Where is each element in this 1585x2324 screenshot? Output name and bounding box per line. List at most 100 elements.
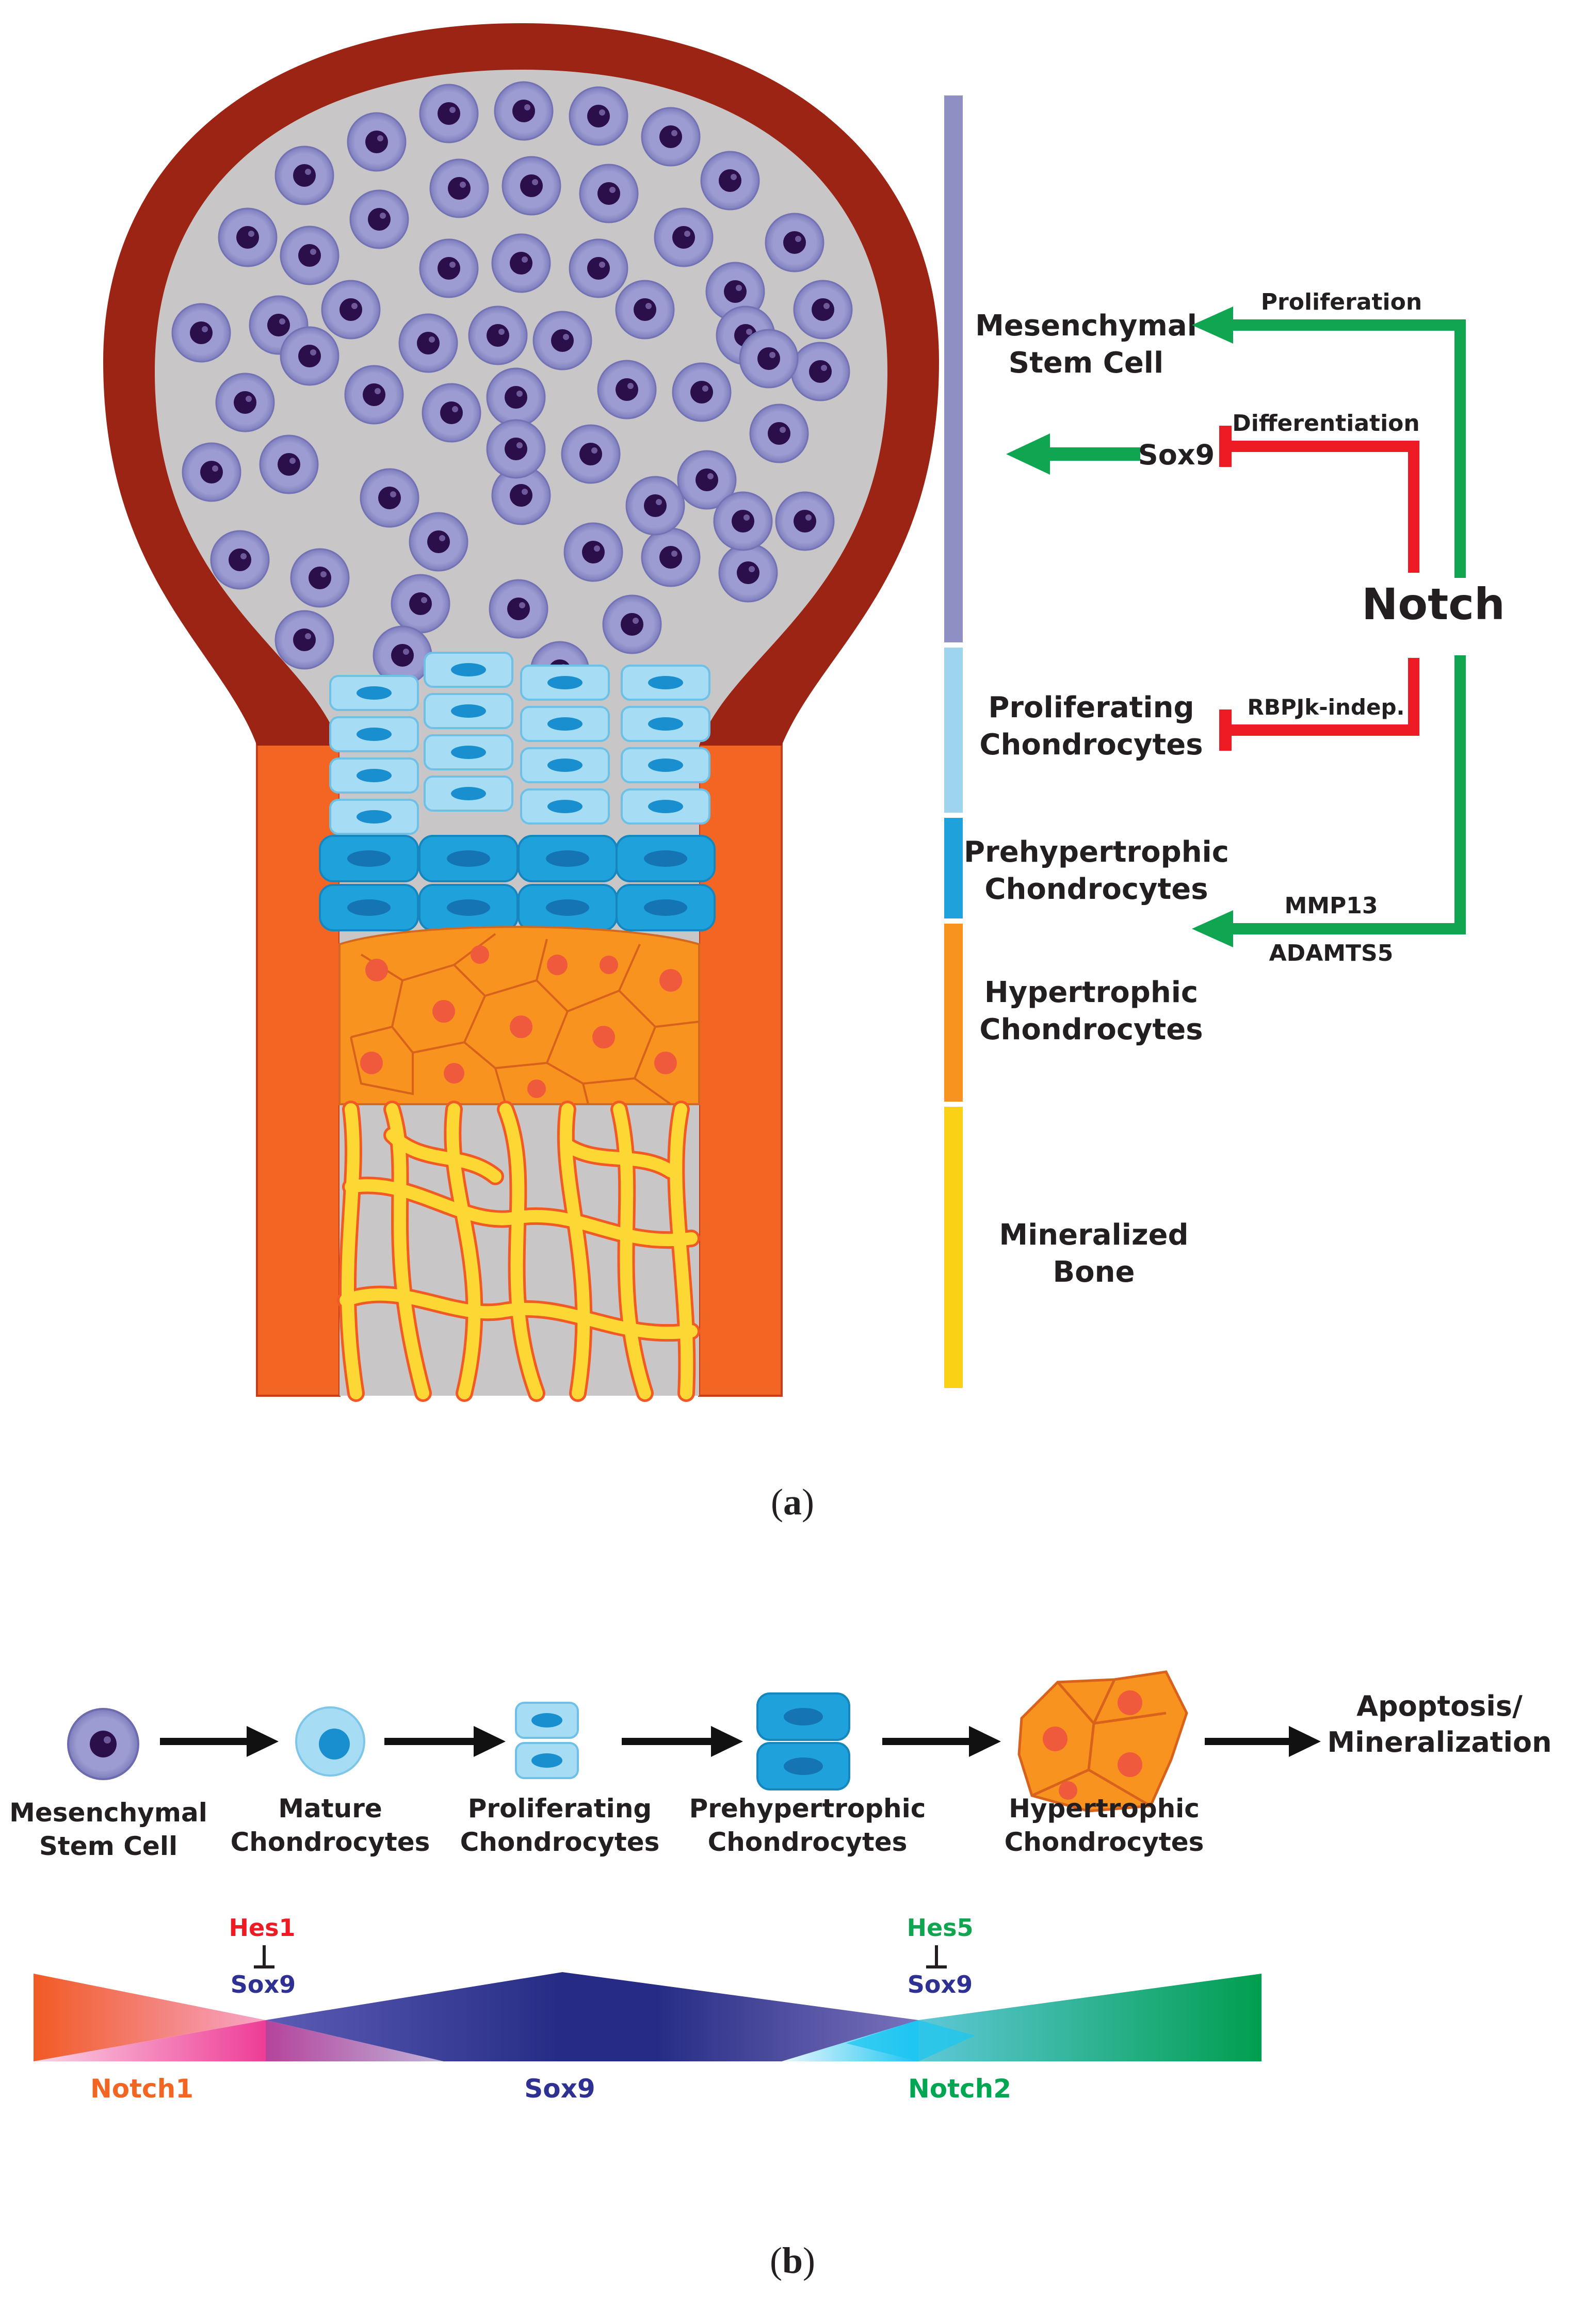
bone-illustration: [103, 23, 939, 1402]
hypertrophic-chondrocyte-zone: [338, 926, 700, 1105]
msc-cell: [765, 213, 824, 272]
msc-cell: [419, 84, 479, 143]
sox9-label: Sox9: [1138, 439, 1215, 471]
zone-label-mineralized-2: Bone: [1053, 1255, 1135, 1289]
msc-cell: [429, 158, 489, 218]
differentiation-sequence: Mesenchymal Stem Cell Mature Chondrocyte…: [9, 1670, 1552, 1861]
rbpjk-label: RBPJk-indep.: [1248, 695, 1405, 720]
seq-label-proliferating: Proliferating: [468, 1794, 652, 1823]
differentiation-inhibit: [1225, 441, 1419, 573]
hes-labels: Hes1 Sox9 Hes5 Sox9: [229, 1914, 973, 1998]
msc-cell: [422, 383, 481, 443]
hes-inhibition: [254, 1945, 947, 1968]
zone-label-proliferating-2: Chondrocytes: [979, 728, 1203, 762]
msc-cell: [775, 491, 835, 551]
msc-cell: [360, 468, 419, 528]
zone-bar-segment: [944, 818, 963, 918]
seq-label-msc: Mesenchymal: [9, 1798, 207, 1828]
msc-cell: [579, 164, 639, 223]
seq-label-hypertrophic: Hypertrophic: [1009, 1794, 1200, 1823]
expression-gradients: [34, 1972, 1261, 2061]
seq-label-hypertrophic-2: Chondrocytes: [1005, 1827, 1204, 1857]
seq-label-outcome: Apoptosis/: [1356, 1690, 1523, 1722]
seq-msc-cell: [67, 1708, 139, 1780]
proliferating-chondrocyte: [621, 665, 710, 701]
proliferating-chondrocyte: [621, 706, 710, 742]
prehypertrophic-chondrocyte: [418, 835, 519, 882]
msc-cell: [290, 548, 350, 608]
notch1-label: Notch1: [90, 2074, 193, 2104]
differentiation-label: Differentiation: [1232, 410, 1419, 437]
proliferation-arrow: [1233, 319, 1466, 578]
proliferating-chondrocyte: [329, 716, 419, 752]
msc-cell: [349, 189, 409, 249]
msc-cell: [569, 238, 628, 298]
msc-cell: [561, 424, 621, 484]
msc-cell: [419, 238, 479, 298]
msc-cell: [280, 225, 339, 285]
msc-cell: [718, 543, 778, 603]
proliferating-chondrocyte: [329, 757, 419, 794]
sox9-right-label: Sox9: [908, 1971, 973, 1998]
msc-cell: [409, 512, 468, 572]
prehypertrophic-chondrocyte: [319, 884, 419, 931]
proliferation-arrowhead: [1192, 306, 1233, 344]
zone-label-hypertrophic-2: Chondrocytes: [979, 1013, 1203, 1046]
seq-label-mature: Mature: [278, 1794, 382, 1823]
notch2-label: Notch2: [908, 2074, 1011, 2104]
msc-cell: [625, 476, 685, 536]
proliferating-chondrocyte: [329, 675, 419, 711]
msc-cell: [259, 434, 319, 494]
msc-cell: [602, 594, 662, 654]
mineralized-bone-trabeculae: [337, 1101, 700, 1402]
seq-label-msc-2: Stem Cell: [39, 1831, 177, 1861]
zone-label-msc-2: Stem Cell: [1009, 346, 1163, 380]
proliferating-chondrocyte: [520, 706, 610, 742]
zone-label-mineralized: Mineralized: [999, 1218, 1188, 1252]
zone-bar-segment: [944, 95, 963, 642]
prehypertrophic-chondrocyte: [517, 884, 618, 931]
msc-cell: [739, 329, 799, 389]
seq-prehypertrophic-chondrocytes: [756, 1692, 850, 1790]
seq-mature-chondrocyte: [295, 1706, 365, 1777]
zone-color-bar: [944, 95, 963, 1388]
zone-label-msc: Mesenchymal: [975, 309, 1197, 343]
proliferating-chondrocyte: [520, 747, 610, 783]
msc-cell: [641, 527, 701, 587]
proliferating-chondrocyte: [621, 747, 710, 783]
seq-label-mature-2: Chondrocytes: [231, 1827, 430, 1857]
seq-label-prehypertrophic-2: Chondrocytes: [708, 1827, 908, 1857]
msc-cell: [486, 367, 546, 427]
seq-proliferating-chondrocytes: [515, 1702, 579, 1779]
proliferating-chondrocyte: [424, 776, 513, 812]
mmp13-arrowhead: [1192, 910, 1233, 947]
proliferating-chondrocyte: [424, 734, 513, 770]
zone-bar-segment: [944, 924, 963, 1102]
proliferating-chondrocyte: [424, 693, 513, 729]
msc-cell: [280, 326, 339, 386]
proliferation-label: Proliferation: [1261, 289, 1422, 315]
adamts5-label: ADAMTS5: [1269, 940, 1394, 966]
prehypertrophic-chondrocyte: [517, 835, 618, 882]
pink-rise: [34, 2020, 266, 2061]
notch2-gradient: [918, 1974, 1261, 2061]
msc-cell: [790, 342, 850, 401]
msc-cell: [218, 207, 278, 267]
proliferating-chondrocyte: [424, 652, 513, 688]
notch-pathway: [1006, 306, 1466, 947]
prehypertrophic-chondrocyte: [418, 884, 519, 931]
seq-hypertrophic-chondrocytes: [1017, 1670, 1188, 1813]
msc-cell: [398, 313, 458, 373]
sox9-left-label: Sox9: [231, 1971, 296, 1998]
msc-cell: [468, 305, 528, 365]
hes1-label: Hes1: [229, 1914, 295, 1942]
caption-a: (a): [771, 1481, 814, 1523]
mmp13-arrow: [1233, 655, 1466, 934]
notch-label: Notch: [1362, 579, 1505, 630]
msc-cell: [563, 522, 623, 582]
prehypertrophic-chondrocyte: [319, 835, 419, 882]
msc-cell: [641, 107, 701, 167]
msc-cell: [391, 574, 450, 634]
msc-cell: [494, 81, 554, 141]
